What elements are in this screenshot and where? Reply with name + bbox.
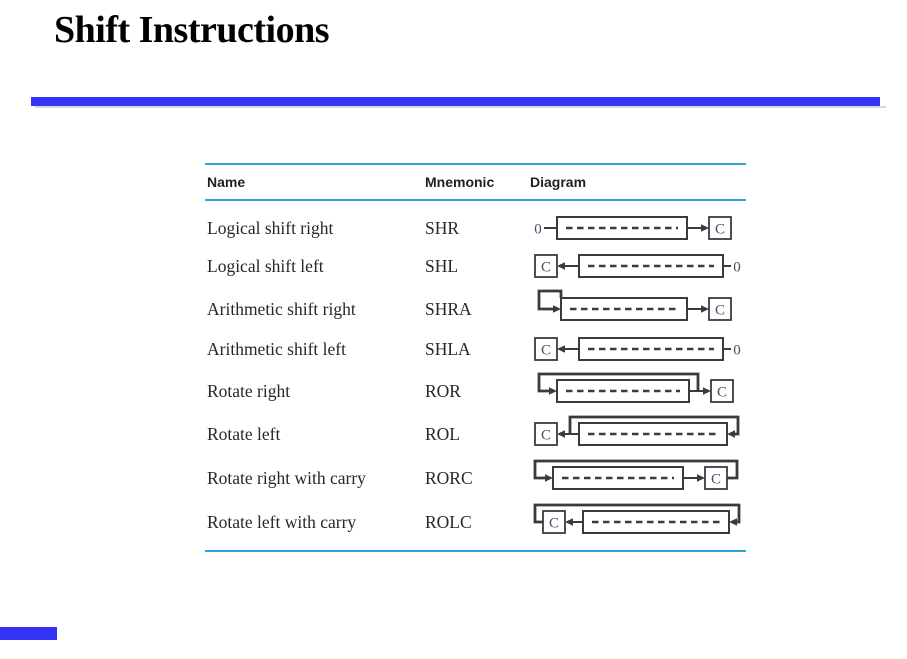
carry-label: C	[549, 515, 559, 531]
arrow-head	[557, 262, 565, 270]
column-header-diagram: Diagram	[530, 174, 587, 190]
zero-label: 0	[733, 259, 741, 275]
instruction-mnemonic: ROLC	[425, 512, 472, 532]
rolc-diagram: C	[531, 501, 745, 543]
shra-diagram: C	[531, 288, 745, 330]
arrow-head	[557, 345, 565, 353]
instruction-mnemonic: SHRA	[425, 299, 472, 319]
instruction-mnemonic: SHL	[425, 256, 459, 276]
wrap-around-line	[568, 415, 740, 436]
arrow-head	[729, 518, 737, 526]
instruction-name: Logical shift right	[207, 218, 334, 238]
arrow-head	[727, 430, 735, 438]
instruction-name: Rotate right	[207, 381, 291, 401]
table-row: Rotate right ROR C	[205, 370, 746, 412]
rol-diagram: C	[531, 413, 745, 455]
register-box	[560, 297, 688, 321]
arrow-head	[697, 474, 705, 482]
instruction-name: Arithmetic shift left	[207, 339, 346, 359]
shift-instruction-table: Name Mnemonic Diagram Logical shift righ…	[205, 163, 746, 553]
arrow-head	[549, 387, 557, 395]
carry-label: C	[541, 427, 551, 443]
wrap-around-line	[533, 503, 741, 524]
carry-box	[704, 466, 728, 490]
instruction-name: Arithmetic shift right	[207, 299, 356, 319]
instruction-mnemonic: SHR	[425, 218, 460, 238]
instruction-mnemonic: ROL	[425, 424, 460, 444]
zero-label: 0	[534, 221, 542, 237]
carry-label: C	[541, 342, 551, 358]
carry-box	[710, 379, 734, 403]
register-box	[582, 510, 730, 534]
column-header-name: Name	[207, 174, 246, 190]
instruction-mnemonic: RORC	[425, 468, 473, 488]
instruction-name: Logical shift left	[207, 256, 324, 276]
wrap-around-line	[533, 459, 739, 480]
table-top-rule	[205, 163, 746, 165]
carry-label: C	[717, 384, 727, 400]
arrow-head	[701, 224, 709, 232]
table-row: Rotate left with carry ROLC C	[205, 501, 746, 543]
arrow-head	[703, 387, 711, 395]
ror-diagram: C	[531, 370, 745, 412]
arrow-head	[557, 430, 565, 438]
table-row: Rotate left ROL C	[205, 413, 746, 455]
rorc-diagram: C	[531, 457, 745, 499]
table-header-row: Name Mnemonic Diagram	[205, 169, 746, 195]
table-row: Rotate right with carry RORC C	[205, 457, 746, 499]
table-header-rule	[205, 199, 746, 201]
instruction-mnemonic: SHLA	[425, 339, 471, 359]
carry-label: C	[711, 471, 721, 487]
instruction-name: Rotate right with carry	[207, 468, 366, 488]
wrap-around-line	[537, 372, 700, 393]
title-accent-bar-shadow	[35, 106, 886, 108]
zero-label: 0	[733, 342, 741, 358]
wrap-around-line	[537, 289, 563, 311]
instruction-name: Rotate left with carry	[207, 512, 357, 532]
carry-box	[708, 297, 732, 321]
carry-label: C	[541, 259, 551, 275]
arrow-head	[545, 474, 553, 482]
column-header-mnemonic: Mnemonic	[425, 174, 495, 190]
arrow-head	[553, 305, 561, 313]
arrow-head	[565, 518, 573, 526]
title-accent-bar	[31, 97, 880, 106]
instruction-mnemonic: ROR	[425, 381, 461, 401]
arrow-head	[701, 305, 709, 313]
table-row: Arithmetic shift right SHRA C	[205, 288, 746, 330]
footer-accent-bar	[0, 627, 57, 640]
carry-label: C	[715, 302, 725, 318]
carry-label: C	[715, 221, 725, 237]
page-title: Shift Instructions	[54, 9, 330, 51]
table-bottom-rule	[205, 550, 746, 552]
carry-box	[708, 216, 732, 240]
instruction-name: Rotate left	[207, 424, 281, 444]
